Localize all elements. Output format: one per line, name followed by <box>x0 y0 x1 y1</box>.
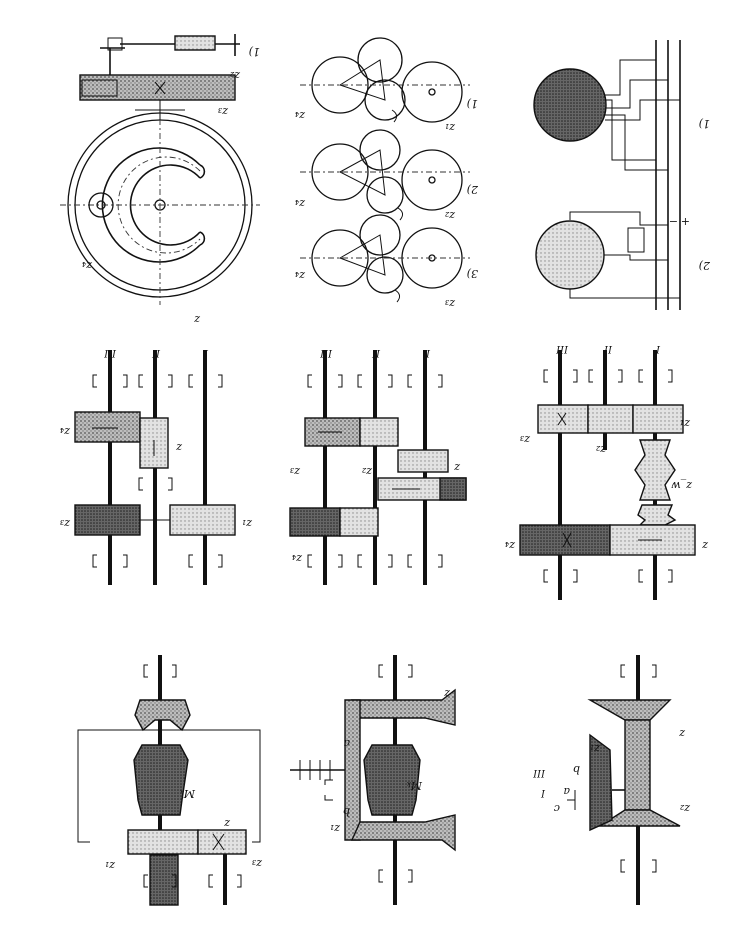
label-z-train3: z <box>702 539 709 552</box>
label-z1-train1: z₁ <box>242 517 253 530</box>
label-z2-planetary: z₂ <box>445 209 456 222</box>
label-fig-motor-1: 1) <box>699 117 710 130</box>
label-I-train1: I <box>203 347 209 358</box>
label-z3-train1: z₃ <box>60 517 71 530</box>
label-Mk-diff2: Mₖ <box>407 779 423 792</box>
grooved-disc-mechanism <box>60 34 260 305</box>
label-fig-motor-2: 2) <box>699 259 711 272</box>
label-z1-diff2: z₁ <box>330 822 341 835</box>
label-z4-disc: z₄ <box>82 259 93 272</box>
electric-motor-schematics <box>533 40 681 310</box>
label-fig-planetary-2: 2) <box>467 183 479 196</box>
label-fig-planetary-1: 1) <box>467 97 478 110</box>
label-z1-train3: z₁ <box>680 417 691 430</box>
label-z4-train1: z₄ <box>60 425 71 438</box>
label-I-train2: I <box>425 347 431 358</box>
label-z1-bevel: z₁ <box>590 742 601 755</box>
label-z2-train3: z₂ <box>596 443 607 456</box>
label-III-train1: III <box>103 347 117 358</box>
label-III-train2: III <box>319 347 333 358</box>
label-plus: + <box>681 215 690 228</box>
label-III-train3: III <box>555 343 569 354</box>
label-z-diff2: z <box>444 687 451 700</box>
label-b-bevel: b <box>573 763 580 776</box>
differential-loop-mechanism <box>77 655 261 906</box>
label-z1-planetary: z₁ <box>445 121 456 134</box>
label-z2-train2: z₂ <box>362 465 373 478</box>
label-z-disc: z <box>194 313 201 326</box>
label-z-bevel: z <box>679 727 686 740</box>
label-minus: − <box>669 215 678 228</box>
label-z4-train3: z₄ <box>505 539 516 552</box>
label-z-train2: z <box>454 461 461 474</box>
label-z4-train2: z₄ <box>292 552 303 565</box>
label-a-bevel: a <box>563 785 570 798</box>
label-z3-diff1: z₃ <box>252 857 263 870</box>
sliding-gear-train-2 <box>289 350 467 585</box>
label-c-bevel: c <box>554 802 560 815</box>
label-II-train3: II <box>603 343 613 354</box>
label-z-train1: z <box>176 441 183 454</box>
label-fig1-disc: 1) <box>249 45 260 58</box>
label-z4-planetary-1: z₄ <box>295 109 306 122</box>
label-II-train2: II <box>371 347 381 358</box>
label-III-bevel: III <box>532 767 546 778</box>
label-II-train1: II <box>151 347 161 358</box>
label-z3-train2: z₃ <box>290 465 301 478</box>
label-z-diff1: z <box>224 817 231 830</box>
label-z4-planetary-3: z₄ <box>295 269 306 282</box>
label-I-bevel: I <box>540 787 546 798</box>
label-Mk-diff1: Mₖ <box>180 787 196 800</box>
gear-train-with-worm <box>519 350 696 600</box>
bevel-differential <box>290 655 456 905</box>
label-b-diff2: b <box>343 805 350 818</box>
label-z3-planetary: z₃ <box>445 297 456 310</box>
label-z1-diff1: z₁ <box>105 859 116 872</box>
label-I-train3: I <box>655 343 661 354</box>
bevel-gear-pair <box>567 655 681 905</box>
sliding-gear-train-1 <box>74 350 236 585</box>
label-z2-disc: z₂ <box>230 69 241 82</box>
label-fig-planetary-3: 3) <box>467 267 478 280</box>
label-z3-disc: z₃ <box>218 105 229 118</box>
planetary-link-mechanism <box>300 37 470 303</box>
label-z2-bevel: z₂ <box>680 802 691 815</box>
label-z4-planetary-2: z₄ <box>295 197 306 210</box>
label-a-diff2: a <box>343 737 350 750</box>
label-zw-train3: z_w <box>671 479 693 492</box>
label-z3-train3: z₃ <box>520 433 531 446</box>
